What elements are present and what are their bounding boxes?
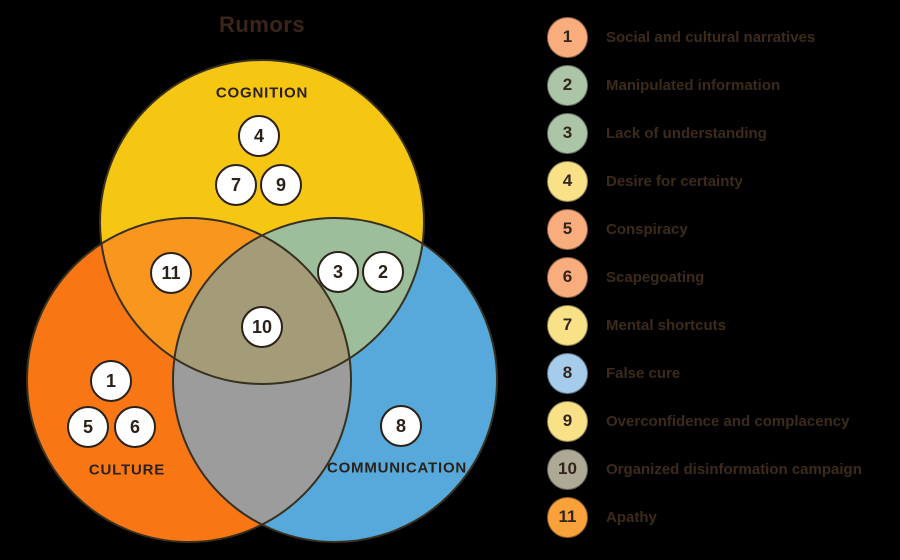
region-marker-4: 4 [238,115,280,157]
legend-item-1: 1 Social and cultural narratives [547,13,897,61]
region-marker-7: 7 [215,164,257,206]
legend-item-4: 4 Desire for certainty [547,157,897,205]
legend-label-3: Lack of understanding [606,124,767,142]
legend-badge-1: 1 [547,16,588,58]
region-marker-9: 9 [260,164,302,206]
cognition-label: COGNITION [215,84,309,102]
legend-item-11: 11 Apathy [547,493,897,541]
legend-badge-9: 9 [547,400,588,442]
region-marker-11: 11 [150,252,192,294]
legend-badge-4: 4 [547,160,588,202]
region-marker-6: 6 [114,406,156,448]
region-marker-10: 10 [241,306,283,348]
legend-label-4: Desire for certainty [606,172,743,190]
legend-badge-8: 8 [547,352,588,394]
legend-badge-2: 2 [547,64,588,106]
legend-badge-11: 11 [547,496,588,538]
legend-label-9: Overconfidence and complacency [606,412,850,430]
region-marker-1: 1 [90,360,132,402]
legend-badge-10: 10 [547,448,588,490]
communication-label: COMMUNICATION [326,459,468,477]
legend-badge-5: 5 [547,208,588,250]
legend-item-5: 5 Conspiracy [547,205,897,253]
legend-label-8: False cure [606,364,681,382]
legend: 1 Social and cultural narratives 2 Manipula… [547,13,897,541]
legend-item-10: 10 Organized disinformation campaign [547,445,897,493]
legend-label-2: Manipulated information [606,76,781,94]
region-marker-8: 8 [380,405,422,447]
legend-label-6: Scapegoating [606,268,705,286]
region-marker-3: 3 [317,251,359,293]
venn-diagram [26,59,498,543]
page-title: Rumors [218,12,306,37]
legend-item-2: 2 Manipulated information [547,61,897,109]
region-marker-5: 5 [67,406,109,448]
legend-label-10: Organized disinformation campaign [606,460,862,478]
legend-label-7: Mental shortcuts [606,316,727,334]
circle-outlines [26,59,498,543]
legend-label-5: Conspiracy [606,220,688,238]
legend-badge-3: 3 [547,112,588,154]
legend-label-1: Social and cultural narratives [606,28,816,46]
legend-badge-7: 7 [547,304,588,346]
legend-item-6: 6 Scapegoating [547,253,897,301]
legend-label-11: Apathy [606,508,657,526]
legend-item-8: 8 False cure [547,349,897,397]
legend-badge-6: 6 [547,256,588,298]
region-marker-2: 2 [362,251,404,293]
legend-item-7: 7 Mental shortcuts [547,301,897,349]
legend-item-3: 3 Lack of understanding [547,109,897,157]
culture-label: CULTURE [88,461,166,479]
legend-item-9: 9 Overconfidence and complacency [547,397,897,445]
